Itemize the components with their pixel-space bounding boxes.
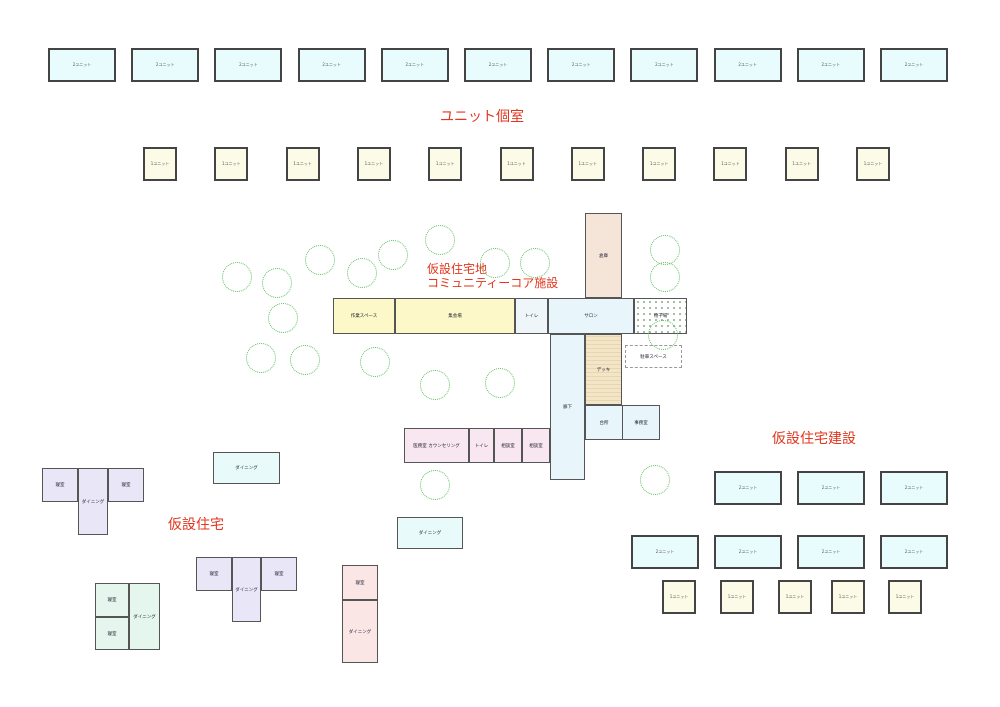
parking: 駐車スペース (625, 345, 682, 368)
one-unit-block: 1ユニット (831, 580, 865, 614)
one-unit-block: 1ユニット (856, 147, 890, 181)
one-unit-block: 1ユニット (428, 147, 463, 181)
salon: サロン (548, 298, 634, 334)
tree-icon (648, 320, 678, 350)
two-unit-block: 2ユニット (214, 48, 283, 82)
unit-rooms-heading: ユニット個室 (440, 109, 524, 125)
hall: 集会場 (395, 298, 515, 334)
tree-icon (420, 370, 450, 400)
bedroom: 寝室 (196, 557, 232, 591)
kitchen: 台所 (585, 405, 623, 440)
one-unit-block: 1ユニット (499, 147, 534, 181)
two-unit-block: 2ユニット (464, 48, 532, 82)
tree-icon (520, 248, 550, 278)
tree-icon (290, 345, 320, 375)
house-small-1: ダイニング (213, 452, 280, 484)
one-unit-block: 1ユニット (662, 580, 696, 614)
work-space: 作業スペース (333, 298, 395, 334)
tree-icon (262, 268, 292, 298)
consult-room-1: 相談室 (494, 428, 522, 463)
two-unit-block: 2ユニット (880, 48, 948, 82)
two-unit-block: 2ユニット (797, 535, 865, 569)
tree-icon (222, 262, 252, 292)
two-unit-block: 2ユニット (713, 48, 782, 82)
bedroom: 寝室 (108, 468, 144, 502)
tree-icon (425, 225, 455, 255)
two-unit-block: 2ユニット (796, 48, 865, 82)
one-unit-block: 1ユニット (784, 147, 819, 181)
bedroom: 寝室 (342, 565, 378, 600)
one-unit-block: 1ユニット (285, 147, 320, 181)
community-heading-1: 仮設住宅地 (427, 262, 488, 276)
two-unit-block: 2ユニット (714, 471, 782, 505)
tree-icon (360, 347, 390, 377)
dining: ダイニング (78, 468, 108, 535)
one-unit-block: 1ユニット (570, 147, 605, 181)
consult-room-2: 相談室 (522, 428, 550, 463)
tree-icon (650, 235, 680, 265)
temp-housing-heading: 仮設住宅 (168, 517, 224, 533)
corridor: 廊下 (550, 334, 585, 480)
two-unit-block: 2ユニット (547, 48, 616, 82)
two-unit-block: 2ユニット (48, 48, 116, 82)
toilet: トイレ (515, 298, 548, 334)
community-heading-2: コミュニティーコア施設 (427, 276, 559, 290)
one-unit-block: 1ユニット (713, 147, 748, 181)
storage: 倉庫 (585, 213, 622, 298)
one-unit-block: 1ユニット (356, 147, 391, 181)
one-unit-block: 1ユニット (778, 580, 812, 614)
one-unit-block: 1ユニット (720, 580, 754, 614)
tree-icon (485, 368, 515, 398)
two-unit-block: 2ユニット (131, 48, 200, 82)
one-unit-block: 1ユニット (888, 580, 922, 614)
temp-construction-heading: 仮設住宅建設 (772, 431, 856, 447)
bedroom: 寝室 (95, 617, 129, 650)
tree-icon (420, 470, 450, 500)
dining: ダイニング (342, 600, 378, 663)
bedroom: 寝室 (261, 557, 297, 591)
tree-icon (347, 258, 377, 288)
tree-icon (378, 240, 408, 270)
tree-icon (305, 245, 335, 275)
two-unit-block: 2ユニット (631, 535, 699, 569)
dining: ダイニング (232, 557, 261, 622)
two-unit-block: 2ユニット (380, 48, 449, 82)
tree-icon (246, 343, 276, 373)
tree-icon (650, 262, 680, 292)
one-unit-block: 1ユニット (214, 147, 249, 181)
clinic: 医務室 カウンセリング (404, 428, 469, 463)
two-unit-block: 2ユニット (714, 535, 782, 569)
bedroom: 寝室 (95, 583, 129, 617)
one-unit-block: 1ユニット (143, 147, 177, 181)
tree-icon (480, 248, 510, 278)
two-unit-block: 2ユニット (880, 471, 948, 505)
tree-icon (268, 303, 298, 333)
two-unit-block: 2ユニット (297, 48, 366, 82)
two-unit-block: 2ユニット (797, 471, 865, 505)
dining: ダイニング (129, 583, 160, 650)
deck: デッキ (585, 334, 622, 405)
one-unit-block: 1ユニット (642, 147, 677, 181)
bedroom: 寝室 (42, 468, 78, 502)
two-unit-block: 2ユニット (630, 48, 699, 82)
core-toilet: トイレ (469, 428, 494, 463)
office: 事務室 (622, 405, 660, 440)
two-unit-block: 2ユニット (880, 535, 948, 569)
house-small-2: ダイニング (397, 517, 463, 549)
tree-icon (640, 465, 670, 495)
